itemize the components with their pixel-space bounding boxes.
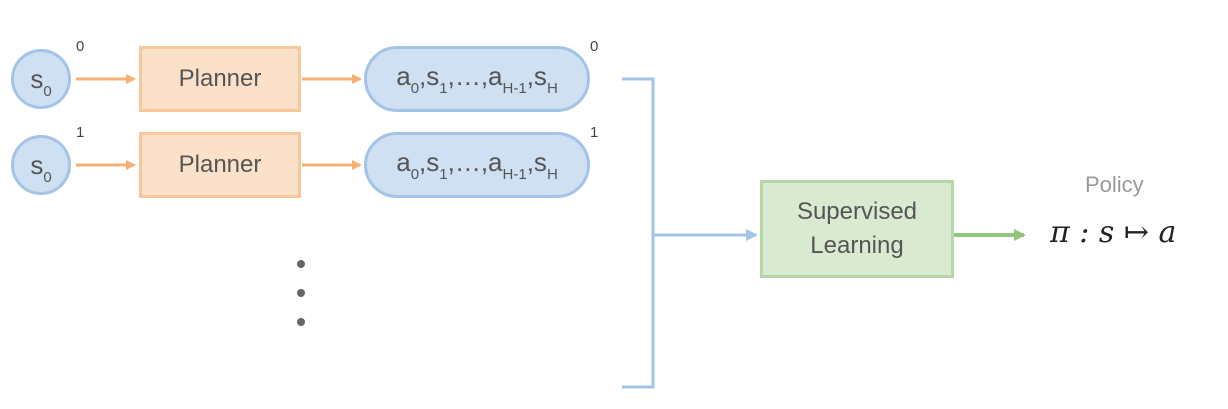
supervised-learning-line2: Learning <box>810 232 904 259</box>
start-state-1: s0 <box>11 135 71 195</box>
trajectory-0: a0,s1,…,aH-1,sH <box>364 46 590 112</box>
supervised-learning-line1: Supervised <box>796 198 918 225</box>
trajectory-text: a0,s1,…,aH-1,sH <box>396 147 558 183</box>
policy-label: Policy <box>1085 172 1144 197</box>
dataset-bracket <box>622 77 655 389</box>
planner-box-0: Planner <box>139 46 301 112</box>
planner-label: Planner <box>178 65 262 92</box>
trajectory-superscript-1: 1 <box>590 124 599 141</box>
policy-formula: π : s ↦ a <box>1050 215 1177 250</box>
start-state-0: s0 <box>11 49 71 109</box>
ellipsis-dot-1 <box>297 260 305 268</box>
trajectory-superscript-0: 0 <box>590 38 599 55</box>
start-state-superscript-1: 1 <box>76 124 85 141</box>
planner-box-1: Planner <box>139 132 301 198</box>
ellipsis-dot-3 <box>297 318 305 326</box>
planner-label: Planner <box>178 151 262 178</box>
supervised-learning-box: Supervised Learning <box>760 180 954 278</box>
trajectory-text: a0,s1,…,aH-1,sH <box>396 61 558 97</box>
start-state-superscript-0: 0 <box>76 38 85 55</box>
ellipsis-dot-2 <box>297 289 305 297</box>
trajectory-1: a0,s1,…,aH-1,sH <box>364 132 590 198</box>
